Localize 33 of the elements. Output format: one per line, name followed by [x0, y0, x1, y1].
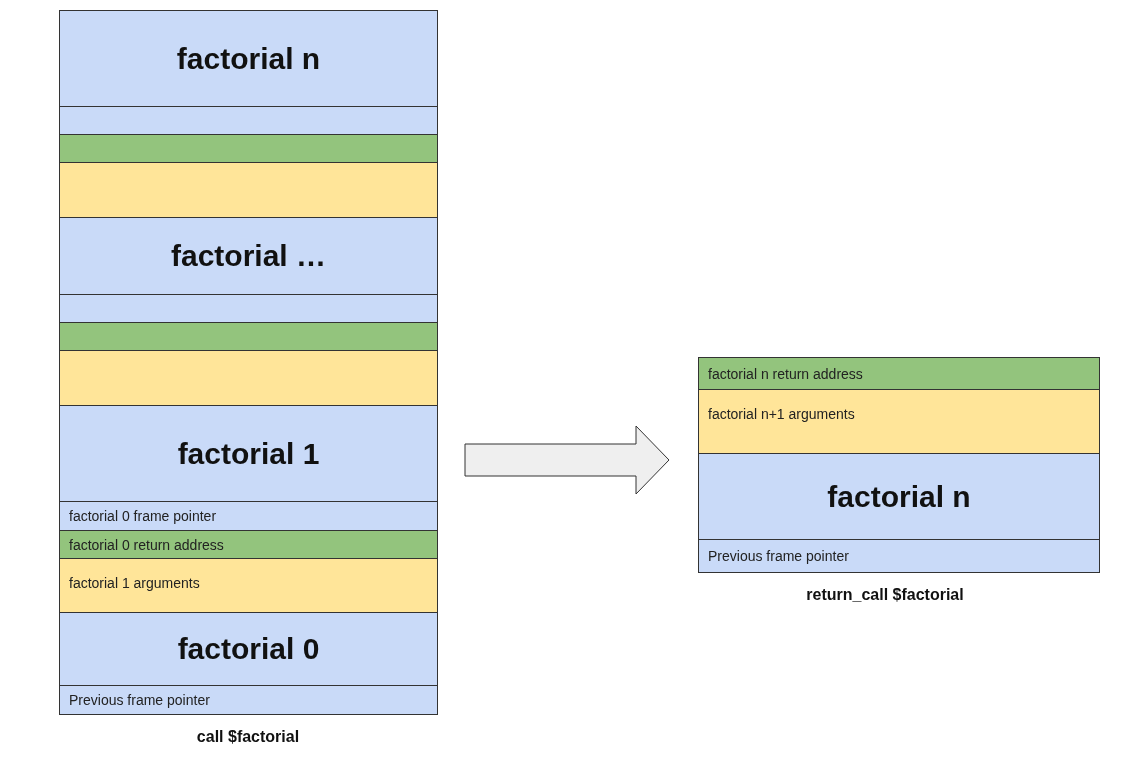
stack-frame-band: [59, 501, 438, 531]
empty-stack-band: [59, 134, 438, 163]
band-label: factorial …: [170, 239, 326, 273]
stack-frame-band: [698, 357, 1100, 390]
stack-caption: call $factorial: [196, 728, 300, 746]
stack-frame-band: [698, 453, 1100, 540]
band-label: Previous frame pointer: [69, 692, 210, 708]
stack-caption: return_call $factorial: [806, 586, 964, 604]
stack-frame-band: [59, 405, 438, 502]
empty-stack-band: [59, 294, 438, 323]
stack-frame-band: [59, 558, 438, 613]
stack-frame-band: [59, 685, 438, 715]
stack-frame-band: [698, 389, 1100, 454]
stack-frame-band: [59, 612, 438, 686]
empty-stack-band: [59, 322, 438, 351]
band-label: Previous frame pointer: [708, 548, 849, 564]
band-label: factorial n+1 arguments: [708, 406, 855, 422]
block-arrow: [464, 425, 670, 495]
band-label: factorial n return address: [708, 365, 863, 382]
stack-frame-band: [698, 539, 1100, 573]
band-label: factorial n: [176, 41, 321, 76]
band-label: factorial 1 arguments: [69, 575, 200, 591]
stack-frame-band: [59, 530, 438, 559]
empty-stack-band: [59, 106, 438, 135]
empty-stack-band: [59, 162, 438, 218]
empty-stack-band: [59, 350, 438, 406]
band-label: factorial 0: [177, 632, 320, 666]
band-label: factorial 0 frame pointer: [69, 508, 217, 524]
band-label: factorial n: [827, 479, 971, 514]
band-label: factorial 1: [177, 436, 320, 471]
band-label: factorial 0 return address: [69, 536, 224, 553]
stack-frame-band: [59, 217, 438, 295]
stack-frame-band: [59, 10, 438, 107]
